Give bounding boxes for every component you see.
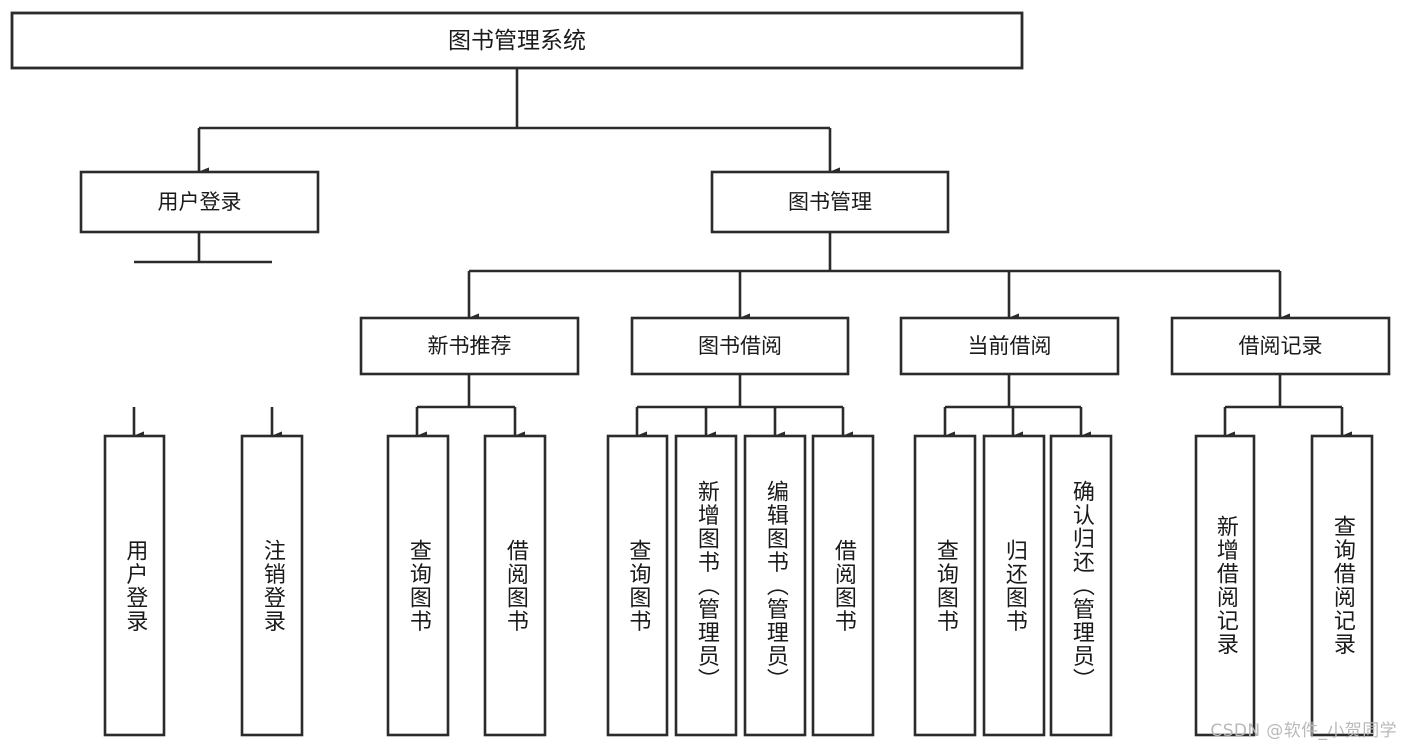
node-box-layer bbox=[10, 11, 1391, 737]
node-leaf-box-10[interactable] bbox=[1049, 434, 1113, 737]
node-leaf-box-0[interactable] bbox=[103, 434, 166, 737]
node-level3-label-1: 图书借阅 bbox=[698, 334, 782, 358]
node-level2-box-1[interactable] bbox=[710, 170, 950, 234]
node-leaf-box-2[interactable] bbox=[386, 434, 450, 737]
node-leaf-box-4[interactable] bbox=[606, 434, 669, 737]
node-level2-label-0: 用户登录 bbox=[158, 190, 242, 214]
node-leaf-box-7[interactable] bbox=[811, 434, 875, 737]
node-level3-box-0[interactable] bbox=[359, 316, 580, 376]
node-level3-label-0: 新书推荐 bbox=[428, 334, 512, 358]
connector-layer bbox=[132, 68, 1352, 441]
node-root-box[interactable] bbox=[10, 11, 1024, 70]
node-level2-box-0[interactable] bbox=[79, 170, 320, 234]
node-root-label: 图书管理系统 bbox=[448, 28, 586, 54]
node-leaf-box-5[interactable] bbox=[674, 434, 738, 737]
node-leaf-box-12[interactable] bbox=[1310, 434, 1374, 737]
node-leaf-box-11[interactable] bbox=[1194, 434, 1256, 737]
node-level2-label-1: 图书管理 bbox=[788, 190, 872, 214]
node-leaf-box-9[interactable] bbox=[982, 434, 1046, 737]
node-level3-label-2: 当前借阅 bbox=[968, 334, 1052, 358]
node-leaf-box-6[interactable] bbox=[743, 434, 807, 737]
node-leaf-box-8[interactable] bbox=[913, 434, 977, 737]
node-level3-box-2[interactable] bbox=[899, 316, 1120, 376]
node-level3-box-1[interactable] bbox=[630, 316, 850, 376]
node-level3-label-3: 借阅记录 bbox=[1239, 334, 1323, 358]
watermark: CSDN @软件_小贺同学 bbox=[1210, 721, 1397, 741]
node-leaf-box-3[interactable] bbox=[483, 434, 547, 737]
node-leaf-box-1[interactable] bbox=[240, 434, 304, 737]
node-level3-box-3[interactable] bbox=[1170, 316, 1391, 376]
